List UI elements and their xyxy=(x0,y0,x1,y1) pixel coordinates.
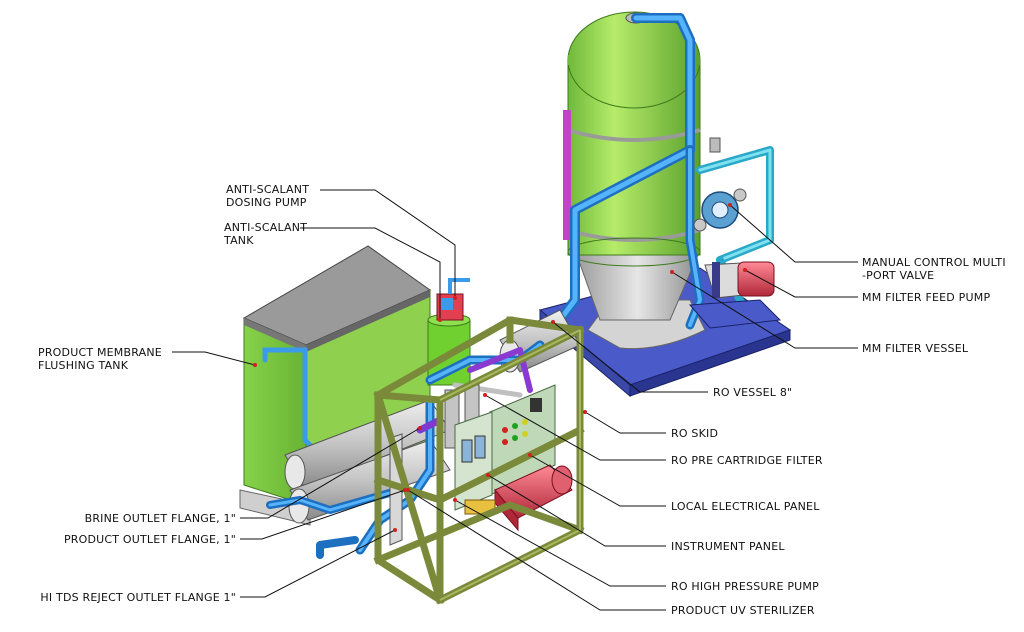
marker-ro-vessel xyxy=(551,320,555,324)
label-product-membrane-flushing-tank: PRODUCT MEMBRANE FLUSHING TANK xyxy=(38,346,162,372)
label-line: DOSING PUMP xyxy=(226,196,307,209)
label-mm-filter-vessel: MM FILTER VESSEL xyxy=(862,342,969,355)
label-ro-vessel: RO VESSEL 8" xyxy=(713,386,793,399)
leader-product-outlet-flange xyxy=(240,489,406,540)
label-ro-pre-cartridge-filter: RO PRE CARTRIDGE FILTER xyxy=(671,454,823,467)
label-line: ANTI-SCALANT xyxy=(226,183,310,196)
leader-brine-outlet-flange xyxy=(240,427,421,519)
leader-ro-high-pressure-pump xyxy=(454,499,666,587)
leader-local-electrical-panel xyxy=(529,454,666,507)
marker-ro-pre-cartridge-filter xyxy=(483,393,487,397)
label-anti-scalant-dosing-pump: ANTI-SCALANT DOSING PUMP xyxy=(226,183,309,209)
label-line: ANTI-SCALANT xyxy=(224,221,308,234)
label-product-uv-sterilizer: PRODUCT UV STERILIZER xyxy=(671,604,815,617)
leader-instrument-panel xyxy=(487,474,666,547)
marker-manual-control-valve xyxy=(728,203,732,207)
marker-mm-filter-feed-pump xyxy=(743,268,747,272)
label-line: -PORT VALVE xyxy=(862,269,935,282)
marker-mm-filter-vessel xyxy=(670,270,674,274)
leader-mm-filter-vessel xyxy=(671,271,858,349)
leader-hi-tds-reject-outlet-flange xyxy=(240,529,396,598)
marker-brine-outlet-flange xyxy=(418,426,422,430)
label-product-outlet-flange: PRODUCT OUTLET FLANGE, 1" xyxy=(63,533,236,546)
leader-ro-vessel xyxy=(552,321,708,393)
marker-product-uv-sterilizer xyxy=(406,488,410,492)
marker-anti-scalant-tank xyxy=(438,318,442,322)
marker-hi-tds-reject-outlet-flange xyxy=(393,528,397,532)
marker-local-electrical-panel xyxy=(528,453,532,457)
label-brine-outlet-flange: BRINE OUTLET FLANGE, 1" xyxy=(84,512,236,525)
leader-lines xyxy=(172,189,858,611)
leader-mm-filter-feed-pump xyxy=(744,269,858,298)
label-instrument-panel: INSTRUMENT PANEL xyxy=(671,540,785,553)
label-manual-control-valve: MANUAL CONTROL MULTI -PORT VALVE xyxy=(862,256,1006,282)
leader-ro-skid xyxy=(584,411,666,434)
label-line: TANK xyxy=(224,234,254,247)
mm-filter-vessel xyxy=(563,11,706,350)
label-mm-filter-feed-pump: MM FILTER FEED PUMP xyxy=(862,291,991,304)
marker-instrument-panel xyxy=(486,473,490,477)
instrument-panel xyxy=(454,411,493,511)
marker-ro-high-pressure-pump xyxy=(453,498,457,502)
anti-scalant-dosing-pump xyxy=(436,278,470,321)
leader-anti-scalant-tank xyxy=(300,227,441,320)
leader-product-uv-sterilizer xyxy=(407,489,666,611)
label-line: PRODUCT MEMBRANE xyxy=(38,346,162,359)
marker-product-outlet-flange xyxy=(403,488,407,492)
mm-filter-piping xyxy=(555,13,774,330)
leader-ro-pre-cartridge-filter xyxy=(484,394,666,461)
label-line: FLUSHING TANK xyxy=(38,359,129,372)
marker-ro-skid xyxy=(583,410,587,414)
marker-anti-scalant-dosing-pump xyxy=(453,296,457,300)
label-local-electrical-panel: LOCAL ELECTRICAL PANEL xyxy=(671,500,820,513)
label-line: MANUAL CONTROL MULTI xyxy=(862,256,1006,269)
multiport-valve xyxy=(693,137,747,232)
marker-product-membrane-flushing-tank xyxy=(253,363,257,367)
label-hi-tds-reject-outlet-flange: HI TDS REJECT OUTLET FLANGE 1" xyxy=(40,591,236,604)
label-anti-scalant-tank: ANTI-SCALANT TANK xyxy=(224,221,307,247)
label-ro-skid: RO SKID xyxy=(671,427,719,440)
leader-manual-control-valve xyxy=(729,204,858,263)
label-ro-high-pressure-pump: RO HIGH PRESSURE PUMP xyxy=(671,580,819,593)
ro-skid-frame-highlight xyxy=(439,329,581,601)
leader-anti-scalant-dosing-pump xyxy=(320,189,456,298)
mm-filter-feed-pump xyxy=(688,261,782,329)
leader-product-membrane-flushing-tank xyxy=(172,351,256,366)
